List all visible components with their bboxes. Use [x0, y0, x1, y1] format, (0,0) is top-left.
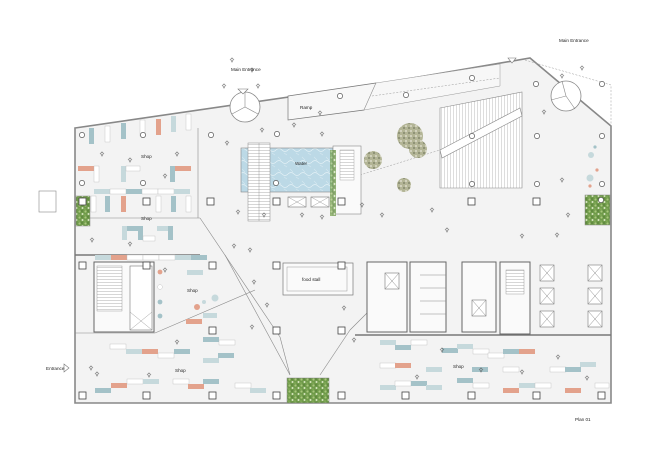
ramp: Ramp — [287, 63, 501, 121]
water-label: Water — [295, 161, 308, 166]
entrance-west-label: Entrance — [46, 366, 65, 371]
shop-mid-w-label: Shop — [187, 288, 198, 293]
main-entrance-left-label: Main Entrance — [231, 67, 261, 72]
shelves — [78, 113, 610, 393]
east-cores — [366, 261, 603, 335]
shop-sw-label: Shop — [175, 368, 186, 373]
shop-w-label: Shop — [141, 216, 152, 221]
exterior-kiosk — [38, 190, 57, 213]
water-feature: Water — [240, 142, 362, 222]
revolving-door-icon — [550, 80, 582, 112]
shop-se-label: Shop — [453, 364, 464, 369]
plan-title: Plan 01 — [575, 417, 591, 422]
round-columns — [79, 75, 605, 203]
amphitheater-steps — [439, 91, 523, 189]
partitions — [75, 128, 611, 376]
trees — [364, 123, 427, 192]
food-stall-label: food stall — [302, 277, 320, 282]
ramp-label: Ramp — [300, 105, 313, 110]
revolving-door-icon — [229, 91, 261, 123]
shop-nw-label: Shop — [141, 154, 152, 159]
triangle-marker-icon — [63, 57, 517, 373]
west-core — [93, 261, 155, 333]
square-columns — [78, 197, 606, 400]
stools — [157, 145, 599, 319]
main-entrance-right-label: Main Entrance — [559, 38, 589, 43]
